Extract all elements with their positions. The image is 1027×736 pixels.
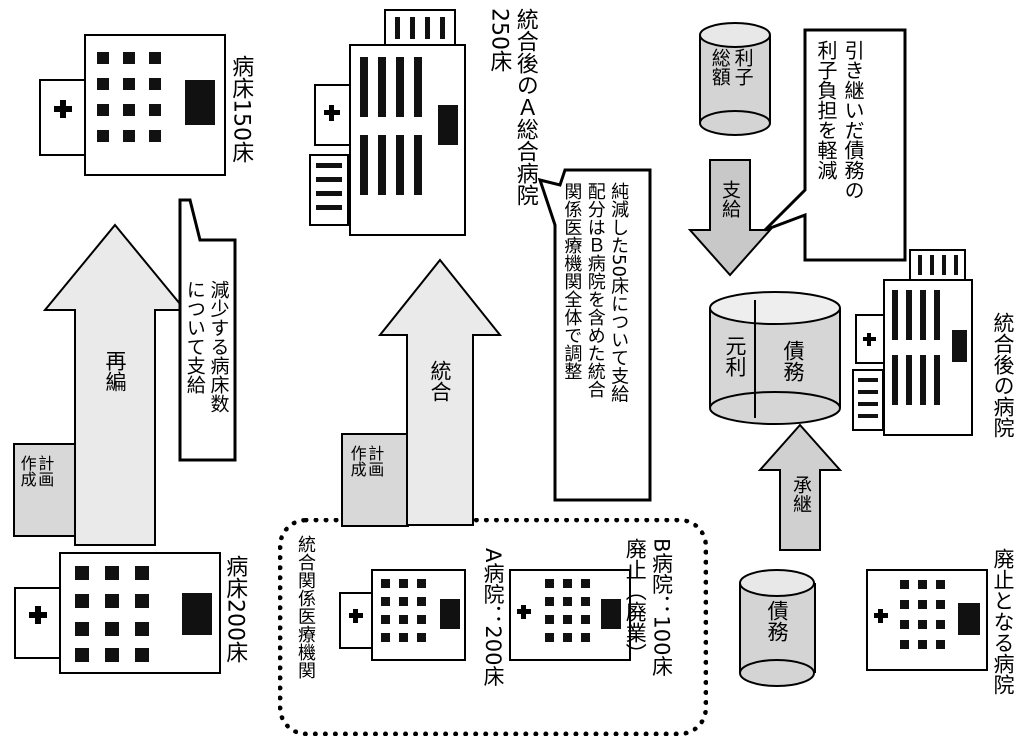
plan-tag-2-label: 計画 作成 [347,445,385,477]
integrated-hospital-label: 統合後の病院 [991,312,1015,438]
interest-label: 利子 総額 [708,48,754,86]
payment-arrow [687,159,773,277]
principal-label: 元利 [723,335,747,377]
hospital-b-label: B病院：100床 廃止（廃業） [623,538,674,677]
callout-1 [178,198,237,462]
integrated-hospital-a-icon [309,9,466,236]
callout-3-text: 引き継いだ債務の 利子負担を軽減 [814,40,865,200]
callout-2 [537,168,652,502]
reorganize-arrow-label: 再編 [103,350,127,392]
interest-cylinder [699,22,771,136]
hospital-a-icon [339,569,466,661]
principal-debt-cylinder [709,291,841,425]
callout-3 [763,28,907,262]
integration-group-label: 統合関係医療機関 [295,535,316,679]
callout-1-text: 減少する病床数 について支給 [183,280,230,413]
payment-arrow-label: 支給 [719,180,741,218]
integrated-hospital-a-label: 統合後のＡ総合病院 250床 [486,8,538,206]
hospital-a-label: A病院：200床 [481,548,505,687]
after-bed-label: 病床150床 [228,55,254,163]
callout-2-text: 純減した50床について支給 配分はＢ病院を含めた統合 関係医療機関全体で調整 [561,182,630,403]
debt2-label: 債務 [781,340,805,382]
plan-tag-1-label: 計画 作成 [17,455,55,487]
succession-arrow [757,423,843,551]
integrated-hospital-icon [852,249,973,436]
hospital-200-icon [14,552,221,674]
merge-arrow [377,258,503,526]
debt-label: 債務 [765,600,789,642]
succession-arrow-label: 承継 [790,475,812,513]
hospital-150-icon [39,34,226,176]
before-bed-label: 病床200床 [222,555,248,663]
merge-arrow-label: 統合 [428,360,452,402]
closing-hospital-label: 廃止となる病院 [991,548,1015,695]
integration-group-box [278,518,708,736]
debt-cylinder [739,569,816,687]
closing-hospital-icon [866,569,988,671]
hospital-b-icon [509,569,631,661]
